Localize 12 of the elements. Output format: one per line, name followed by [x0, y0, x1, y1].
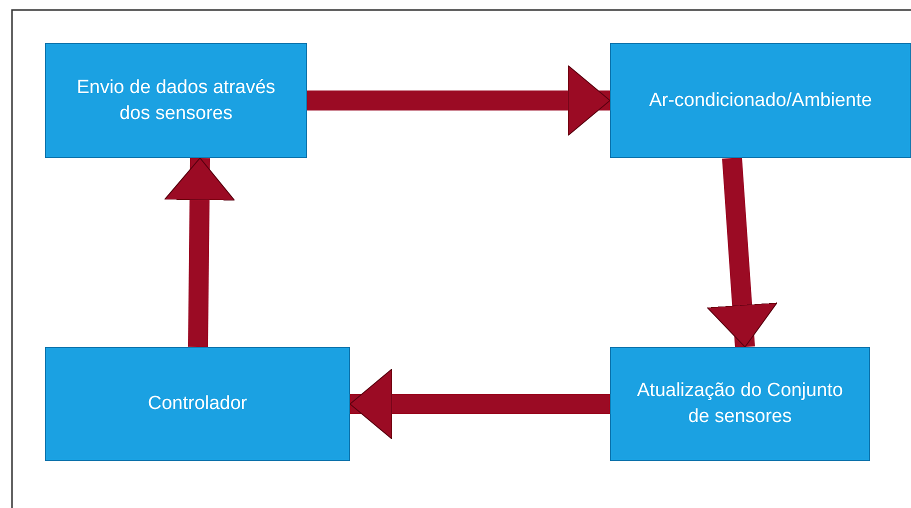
block-arrow [307, 65, 610, 136]
box-label: Atualização do Conjunto de sensores [636, 379, 844, 429]
process-box [45, 43, 307, 158]
process-box [610, 43, 911, 158]
box-label: Controlador [148, 392, 248, 416]
box-label: Ar-condicionado/Ambiente [649, 88, 872, 113]
box-label: Envio de dados através dos sensores [76, 76, 276, 126]
block-arrow [706, 157, 778, 348]
process-box [610, 347, 870, 461]
block-arrow [350, 368, 610, 440]
block-arrow [164, 158, 236, 348]
process-box [45, 347, 350, 461]
